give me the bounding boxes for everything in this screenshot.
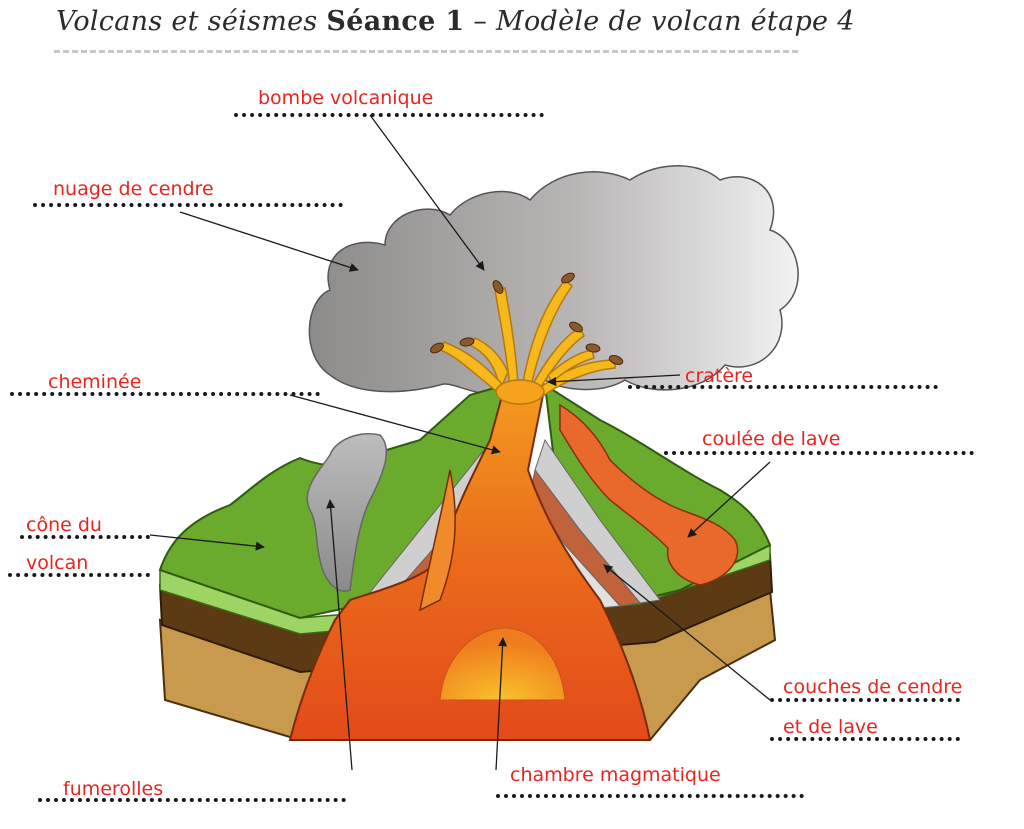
label-chambre-magmatique: chambre magmatique bbox=[510, 764, 721, 786]
arrow-fumerolles bbox=[326, 499, 353, 771]
label-cratere: cratère bbox=[685, 365, 754, 387]
answer-line-couches-1 bbox=[770, 698, 960, 702]
answer-line-cone-2 bbox=[8, 573, 150, 577]
arrow-cone bbox=[149, 534, 265, 551]
label-cheminee: cheminée bbox=[48, 371, 142, 393]
page-title: Volcans et séismes Séance 1 – Modèle de … bbox=[56, 6, 855, 37]
label-cone-du: cône du bbox=[26, 514, 102, 536]
magma-chamber bbox=[439, 627, 566, 701]
answer-line-couches-2 bbox=[770, 737, 960, 741]
arrow-cratere bbox=[547, 374, 681, 387]
answer-line-nuage bbox=[33, 203, 343, 207]
arrow-couches bbox=[603, 564, 771, 701]
arrow-nuage bbox=[179, 211, 359, 272]
title-dashed-rule bbox=[54, 50, 798, 53]
arrow-cheminee bbox=[289, 394, 501, 455]
arrow-coulee bbox=[687, 461, 771, 538]
arrow-chambre bbox=[495, 637, 508, 771]
answer-line-fumerolles bbox=[38, 798, 346, 802]
eruption-fountain bbox=[438, 278, 616, 405]
annotation-arrows bbox=[149, 114, 771, 771]
title-suffix: – Modèle de volcan étape 4 bbox=[473, 6, 855, 37]
answer-line-cratere bbox=[628, 385, 938, 389]
answer-line-bombe bbox=[234, 113, 544, 117]
answer-line-cheminee bbox=[10, 392, 320, 396]
volcanic-bombs bbox=[430, 272, 624, 365]
answer-line-chambre bbox=[496, 794, 804, 798]
lava-flow bbox=[559, 403, 739, 586]
arrow-bombe bbox=[369, 114, 485, 271]
answer-line-coulee bbox=[664, 451, 974, 455]
label-coulee-de-lave: coulée de lave bbox=[702, 428, 841, 450]
title-prefix: Volcans et séismes bbox=[56, 6, 318, 37]
label-volcan: volcan bbox=[26, 552, 89, 574]
label-et-de-lave: et de lave bbox=[783, 716, 878, 738]
label-nuage-de-cendre: nuage de cendre bbox=[53, 178, 214, 200]
magma-dyke bbox=[418, 469, 456, 612]
label-fumerolles: fumerolles bbox=[63, 778, 164, 800]
label-bombe-volcanique: bombe volcanique bbox=[258, 87, 434, 109]
label-couches-de-cendre: couches de cendre bbox=[783, 676, 963, 698]
answer-line-cone-1 bbox=[20, 535, 150, 539]
fumarole-plume bbox=[306, 433, 388, 592]
title-session: Séance 1 bbox=[326, 6, 465, 37]
